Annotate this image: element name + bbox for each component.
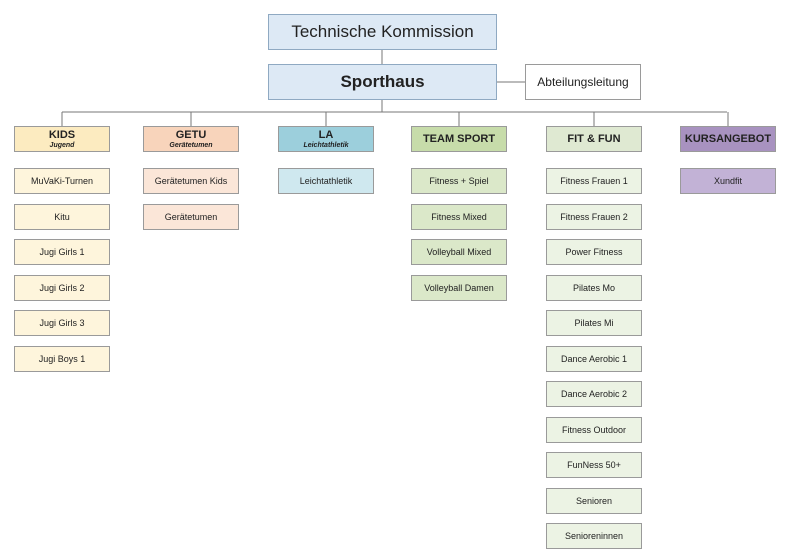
group-item: Xundfit — [680, 168, 776, 194]
group-item: MuVaKi-Turnen — [14, 168, 110, 194]
group-item-label: Jugi Boys 1 — [38, 354, 86, 364]
group-item-label: FunNess 50+ — [567, 460, 621, 470]
department-header: KURSANGEBOT — [680, 126, 776, 152]
group-item: Jugi Boys 1 — [14, 346, 110, 372]
sporthaus-box: Sporthaus — [268, 64, 497, 100]
group-item: Senioreninnen — [546, 523, 642, 549]
group-item-label: Pilates Mi — [574, 318, 614, 328]
department-name: GETU — [175, 128, 207, 141]
group-item: Senioren — [546, 488, 642, 514]
group-item-label: Dance Aerobic 2 — [560, 389, 628, 399]
department-name: KURSANGEBOT — [684, 133, 772, 145]
group-item-label: Dance Aerobic 1 — [560, 354, 628, 364]
group-item: Fitness Frauen 2 — [546, 204, 642, 230]
department-subtitle: Leichtathletik — [303, 141, 349, 149]
group-item: Pilates Mi — [546, 310, 642, 336]
group-item-label: Volleyball Mixed — [426, 247, 492, 257]
technische-kommission-label: Technische Kommission — [291, 22, 474, 41]
department-name: TEAM SPORT — [422, 133, 496, 145]
group-item: Fitness Frauen 1 — [546, 168, 642, 194]
department-name: FIT & FUN — [567, 133, 621, 145]
department-header: FIT & FUN — [546, 126, 642, 152]
group-item: Pilates Mo — [546, 275, 642, 301]
group-item-label: Fitness Frauen 2 — [560, 212, 628, 222]
group-item: Dance Aerobic 2 — [546, 381, 642, 407]
group-item-label: Gerätetumen Kids — [154, 176, 228, 186]
technische-kommission-box: Technische Kommission — [268, 14, 497, 50]
group-item-label: Jugi Girls 2 — [39, 283, 85, 293]
group-item: Leichtathletik — [278, 168, 374, 194]
department-name: KIDS — [48, 128, 76, 141]
group-item: Volleyball Damen — [411, 275, 507, 301]
group-item-label: Fitness Mixed — [431, 212, 487, 222]
abteilungsleitung-label: Abteilungsleitung — [537, 75, 629, 89]
department-header: TEAM SPORT — [411, 126, 507, 152]
group-item: Fitness Mixed — [411, 204, 507, 230]
department-subtitle: Gerätetumen — [169, 141, 213, 149]
group-item-label: Power Fitness — [565, 247, 623, 257]
group-item: FunNess 50+ — [546, 452, 642, 478]
group-item-label: Senioren — [575, 496, 613, 506]
group-item: Jugi Girls 3 — [14, 310, 110, 336]
group-item: Kitu — [14, 204, 110, 230]
group-item: Fitness Outdoor — [546, 417, 642, 443]
group-item-label: Leichtathletik — [299, 176, 353, 186]
group-item-label: Kitu — [54, 212, 70, 222]
group-item-label: Fitness Frauen 1 — [560, 176, 628, 186]
group-item: Gerätetumen — [143, 204, 239, 230]
group-item-label: Fitness + Spiel — [429, 176, 489, 186]
department-subtitle: Jugend — [49, 141, 75, 149]
group-item-label: Fitness Outdoor — [561, 425, 627, 435]
group-item-label: Senioreninnen — [564, 531, 624, 541]
group-item: Power Fitness — [546, 239, 642, 265]
department-name: LA — [318, 128, 334, 141]
group-item: Fitness + Spiel — [411, 168, 507, 194]
group-item-label: Gerätetumen — [164, 212, 218, 222]
group-item-label: Pilates Mo — [572, 283, 616, 293]
abteilungsleitung-box: Abteilungsleitung — [525, 64, 641, 100]
group-item: Volleyball Mixed — [411, 239, 507, 265]
group-item-label: MuVaKi-Turnen — [30, 176, 94, 186]
group-item: Jugi Girls 1 — [14, 239, 110, 265]
group-item-label: Jugi Girls 1 — [39, 247, 85, 257]
group-item: Jugi Girls 2 — [14, 275, 110, 301]
sporthaus-label: Sporthaus — [340, 72, 425, 91]
group-item-label: Volleyball Damen — [424, 283, 494, 293]
group-item: Gerätetumen Kids — [143, 168, 239, 194]
group-item-label: Jugi Girls 3 — [39, 318, 85, 328]
group-item: Dance Aerobic 1 — [546, 346, 642, 372]
group-item-label: Xundfit — [713, 176, 743, 186]
